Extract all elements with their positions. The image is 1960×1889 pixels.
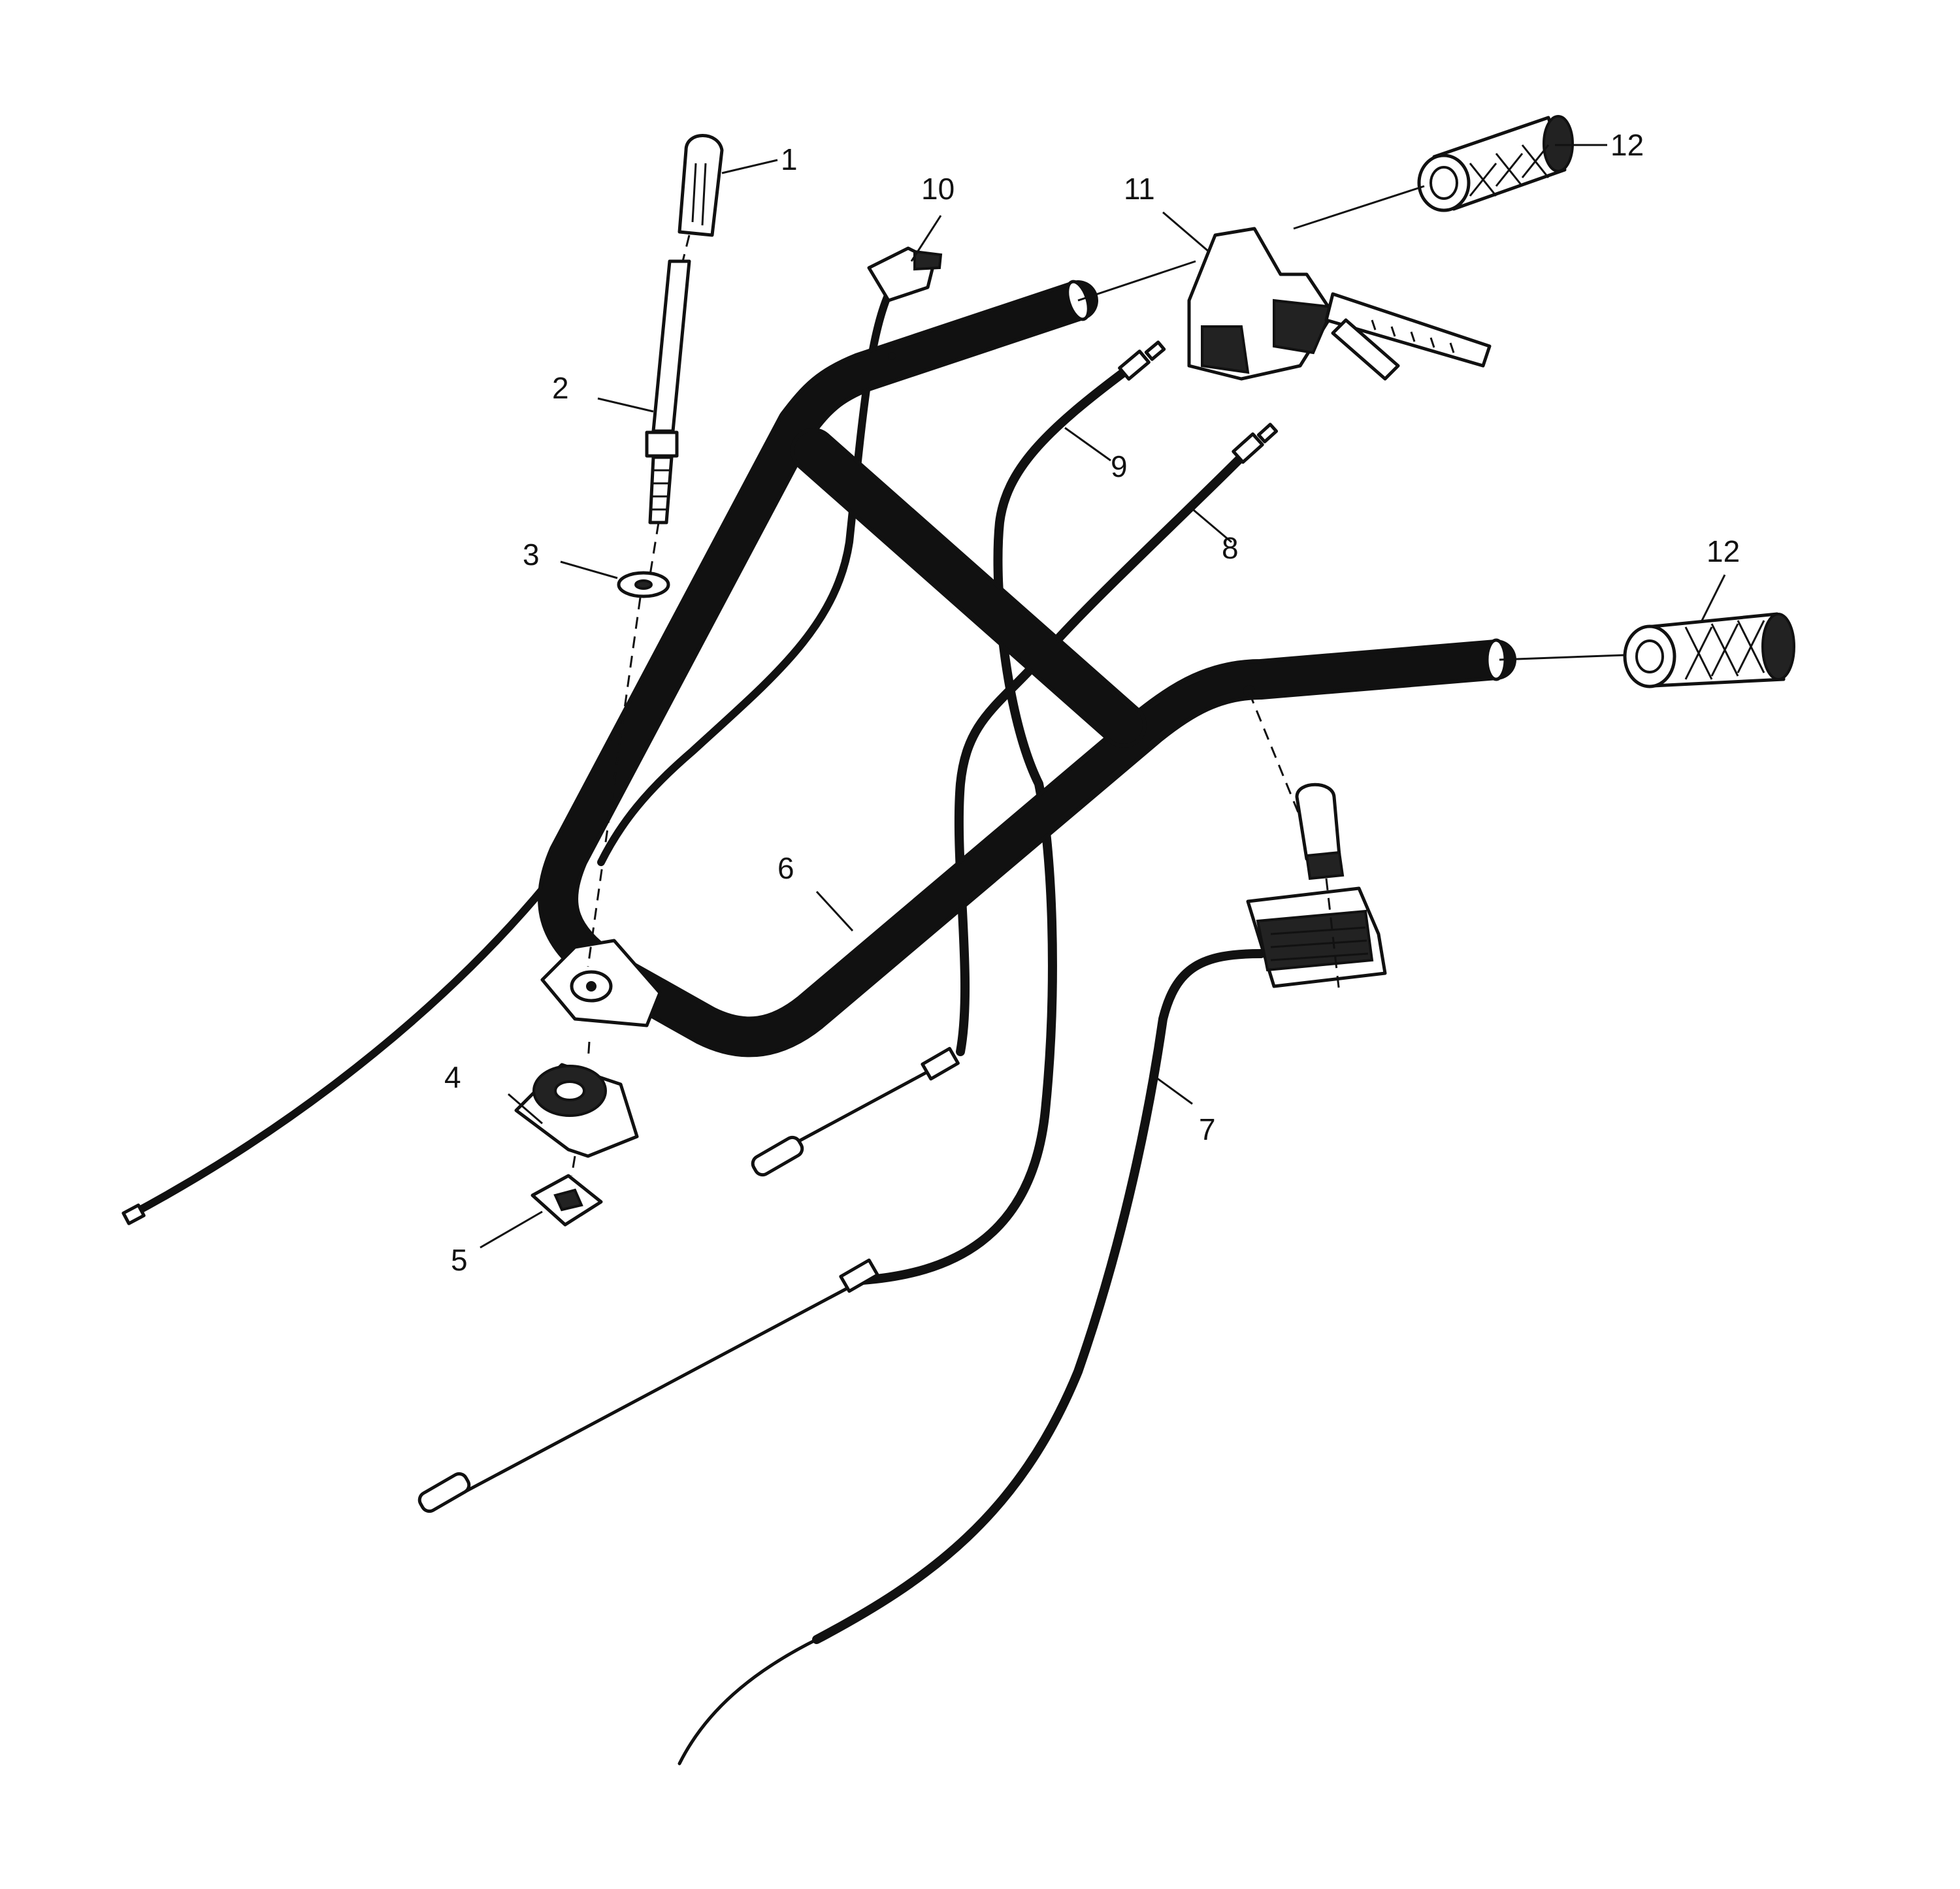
- throttle-control: [1246, 692, 1387, 993]
- cable-8: [751, 423, 1279, 1177]
- part-12-grip-lower: [1499, 612, 1795, 688]
- part-2-rod: [645, 259, 691, 575]
- part-3-washer: [587, 571, 670, 967]
- cable-7: [678, 949, 1266, 1766]
- part-5-nut: [531, 1174, 603, 1227]
- callout-4: 4: [444, 1060, 461, 1094]
- callout-leaders: [480, 144, 1726, 1249]
- callout-10: 10: [921, 172, 955, 206]
- part-1-knob: [678, 134, 724, 262]
- callout-1: 1: [781, 142, 798, 176]
- callout-12-upper: 12: [1610, 128, 1644, 162]
- part-10-clip: [867, 246, 943, 302]
- callout-9: 9: [1111, 449, 1128, 483]
- callout-12-lower: 12: [1707, 534, 1740, 568]
- callout-11: 11: [1124, 172, 1155, 206]
- callout-3: 3: [523, 538, 540, 572]
- callout-7: 7: [1199, 1112, 1216, 1146]
- handlebar-frame: [538, 280, 1516, 1058]
- callout-5: 5: [451, 1243, 468, 1277]
- cable-9: [417, 340, 1166, 1513]
- callout-6: 6: [777, 851, 794, 885]
- part-4-ratchet: [514, 1041, 639, 1176]
- callout-2: 2: [552, 371, 569, 405]
- part-12-grip-upper: [1293, 115, 1574, 230]
- frame-bracket: [540, 939, 662, 1027]
- long-throttle-cable: [122, 878, 553, 1225]
- part-11-lever: [1077, 227, 1492, 381]
- callout-8: 8: [1222, 531, 1239, 565]
